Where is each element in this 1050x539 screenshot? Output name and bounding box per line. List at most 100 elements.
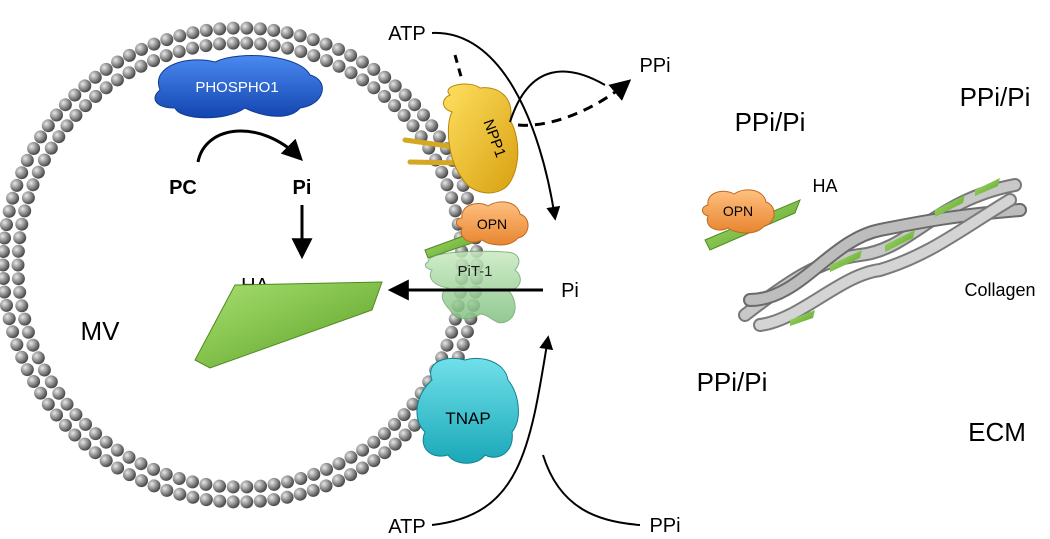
membrane-bead	[34, 386, 48, 400]
membrane-bead	[344, 468, 358, 482]
membrane-bead	[388, 99, 401, 113]
membrane-bead	[122, 66, 136, 80]
collagen-label: Collagen	[964, 280, 1035, 300]
membrane-bead	[11, 272, 25, 286]
membrane-bead	[332, 59, 346, 73]
phospho1-enzyme: PHOSPHO1	[154, 55, 323, 119]
opn-membrane-label: OPN	[477, 216, 507, 232]
membrane-bead	[50, 408, 63, 422]
membrane-bead	[440, 178, 454, 192]
membrane-bead	[356, 73, 370, 87]
membrane-bead	[88, 446, 102, 460]
membrane-bead	[135, 42, 148, 56]
membrane-bead	[172, 45, 186, 58]
membrane-bead	[440, 338, 454, 352]
membrane-bead	[135, 474, 148, 488]
membrane-bead	[406, 397, 420, 411]
membrane-bead	[267, 477, 281, 491]
pit1-label: PiT-1	[457, 263, 492, 280]
membrane-bead	[134, 59, 148, 73]
membrane-bead	[406, 119, 420, 133]
membrane-bead	[254, 37, 267, 51]
membrane-bead	[280, 490, 294, 504]
membrane-bead	[52, 386, 66, 400]
membrane-bead	[99, 454, 113, 468]
membrane-bead	[307, 467, 321, 481]
membrane-bead	[240, 495, 254, 509]
membrane-bead	[11, 244, 25, 258]
membrane-bead	[13, 231, 27, 245]
membrane-bead	[367, 62, 381, 76]
membrane-bead	[367, 81, 381, 95]
membrane-bead	[240, 21, 254, 35]
membrane-bead	[344, 48, 358, 62]
ha-crystal-inside	[194, 281, 383, 369]
membrane-bead	[159, 467, 173, 481]
membrane-bead	[34, 130, 48, 144]
membrane-bead	[213, 479, 226, 493]
membrane-bead	[20, 153, 34, 167]
membrane-bead	[355, 55, 369, 69]
membrane-bead	[44, 375, 58, 389]
membrane-bead	[2, 312, 16, 326]
membrane-bead	[60, 119, 74, 133]
membrane-bead	[0, 298, 13, 312]
membrane-bead	[226, 480, 240, 494]
membrane-bead	[99, 62, 113, 76]
tnap-enzyme: TNAP	[416, 357, 519, 464]
membrane-bead	[377, 427, 391, 441]
membrane-bead	[398, 88, 412, 102]
membrane-bead	[172, 472, 186, 485]
membrane-bead	[147, 462, 160, 476]
pi-outside-label: Pi	[561, 280, 579, 302]
membrane-bead	[378, 446, 392, 460]
membrane-bead	[111, 55, 125, 69]
membrane-bead	[226, 21, 240, 35]
pit1-transporter: PiT-1	[424, 250, 521, 324]
ha-ecm-label: HA	[812, 176, 837, 196]
membrane-bead	[0, 258, 10, 272]
membrane-bead	[281, 41, 294, 55]
membrane-bead	[58, 418, 72, 432]
membrane-bead	[456, 338, 470, 352]
membrane-bead	[10, 338, 24, 352]
membrane-bead	[26, 338, 40, 352]
membrane-bead	[99, 81, 113, 95]
opn-membrane: OPN	[455, 201, 529, 246]
membrane-bead	[68, 88, 82, 102]
membrane-bead	[122, 48, 136, 62]
membrane-bead	[147, 54, 160, 68]
membrane-bead	[408, 418, 422, 432]
membrane-bead	[213, 37, 226, 51]
membrane-bead	[320, 462, 333, 476]
pc-label: PC	[169, 177, 197, 199]
membrane-bead	[27, 142, 41, 155]
membrane-bead	[21, 191, 35, 205]
membrane-bead	[460, 191, 474, 205]
membrane-bead	[344, 450, 358, 464]
opn-ecm: OPN	[701, 189, 775, 234]
membrane-bead	[367, 454, 381, 468]
membrane-bead	[160, 483, 174, 497]
membrane-bead	[367, 435, 381, 449]
membrane-bead	[78, 437, 92, 451]
collagen-fibril	[738, 178, 1027, 332]
membrane-bead	[78, 79, 92, 93]
membrane-bead	[147, 479, 161, 493]
membrane-bead	[122, 450, 136, 464]
membrane-bead	[306, 33, 320, 47]
membrane-bead	[417, 108, 430, 122]
membrane-bead	[173, 487, 187, 501]
membrane-bead	[186, 41, 199, 55]
membrane-bead	[388, 79, 402, 93]
membrane-bead	[320, 54, 333, 68]
membrane-bead	[79, 417, 92, 431]
ratio-top-center: PPi/Pi	[735, 107, 806, 137]
membrane-bead	[267, 493, 281, 507]
membrane-bead	[110, 443, 124, 457]
membrane-bead	[377, 89, 391, 103]
membrane-bead	[388, 437, 402, 451]
membrane-bead	[186, 490, 200, 504]
membrane-bead	[445, 191, 459, 205]
ratio-top-right: PPi/Pi	[960, 82, 1031, 112]
